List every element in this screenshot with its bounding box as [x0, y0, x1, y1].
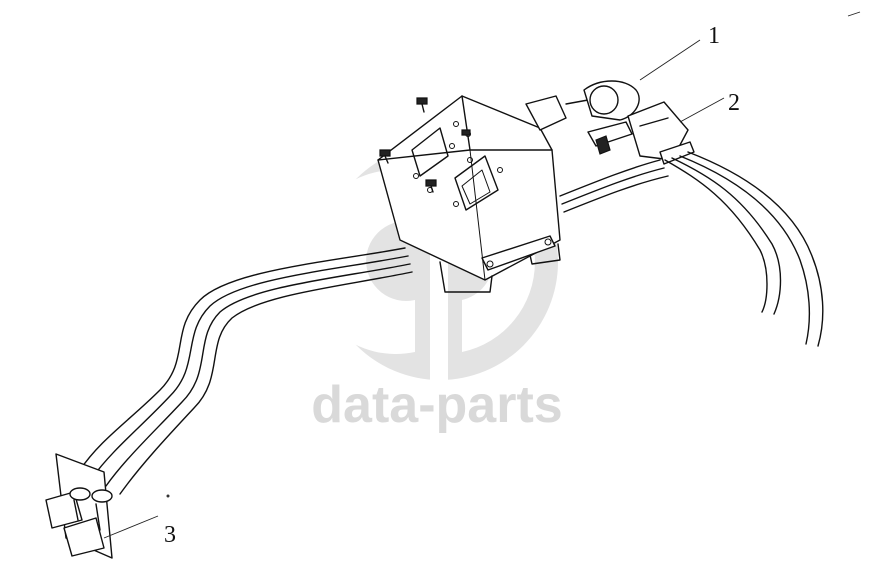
screw-set — [379, 97, 471, 193]
callout-number-2: 2 — [728, 90, 740, 116]
watermark-text: data-parts — [311, 376, 562, 434]
plug-connectors-part-3 — [45, 453, 113, 559]
callout-number-1: 1 — [708, 23, 720, 49]
leader-line-3 — [103, 515, 159, 539]
screw-icon — [425, 179, 437, 193]
switch-assembly-part-1 — [525, 80, 640, 155]
leader-line-2 — [679, 97, 725, 123]
leader-line-1 — [639, 39, 701, 81]
screw-icon — [379, 149, 391, 164]
stray-mark — [847, 11, 861, 17]
stray-dot — [166, 494, 170, 498]
cable-bundle-lower — [79, 247, 413, 495]
pedal-connector-part-2 — [627, 101, 824, 347]
screw-icon — [461, 129, 471, 136]
mounting-bracket — [377, 95, 561, 293]
cable-bundle-upper — [559, 159, 669, 213]
screw-icon — [416, 97, 428, 113]
callout-number-3: 3 — [164, 522, 176, 548]
